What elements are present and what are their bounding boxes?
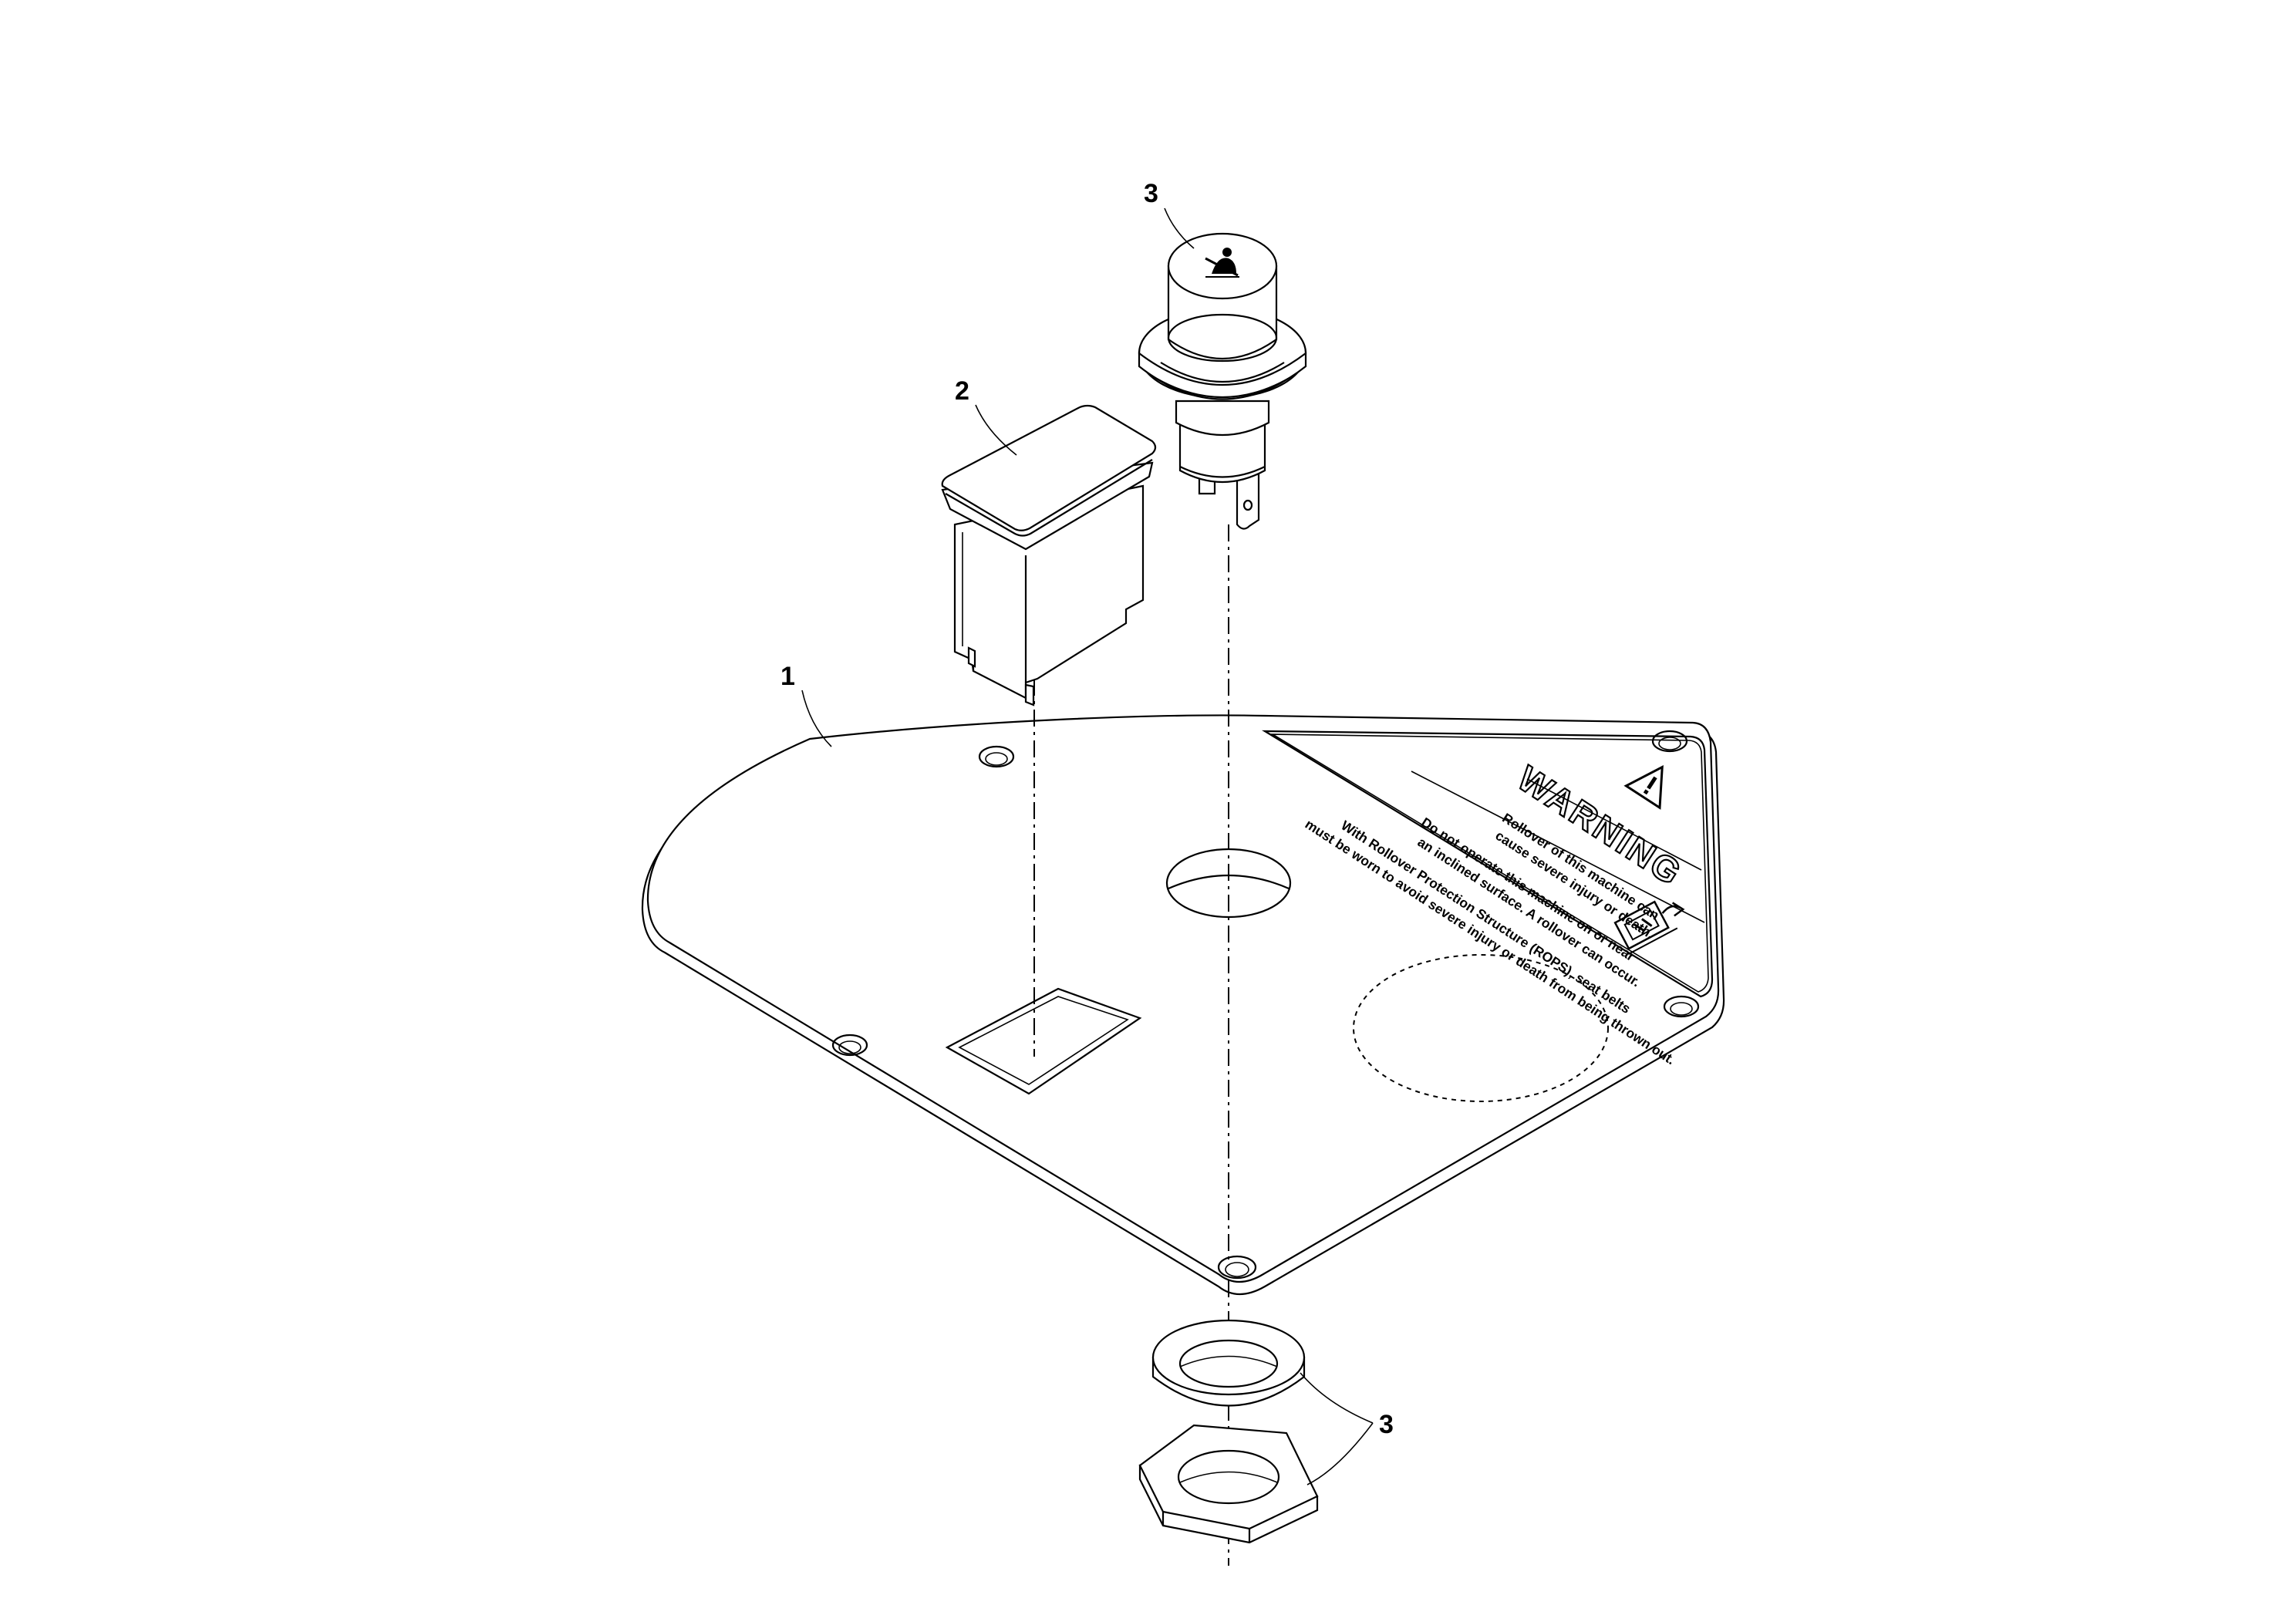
- hex-nut: [1138, 1424, 1319, 1544]
- callout-1: 1: [781, 662, 795, 691]
- leader-line: [801, 690, 832, 747]
- callout-3-top: 3: [1144, 179, 1158, 208]
- leader-line: [1306, 1422, 1374, 1485]
- leader-line: [1300, 1372, 1374, 1424]
- plate-hole: [1663, 995, 1700, 1018]
- callout-3-bottom: 3: [1379, 1410, 1394, 1439]
- warning-triangle-icon: [1623, 764, 1664, 810]
- switch-mounting-cutout: [945, 987, 1142, 1095]
- seatbelt-icon: [1205, 248, 1239, 278]
- mounting-plate: [641, 714, 1725, 1295]
- rocker-switch: [941, 404, 1157, 706]
- plate-hole: [978, 745, 1015, 768]
- knockout-outline: [1353, 954, 1609, 1102]
- plate-hole: [1217, 1255, 1257, 1280]
- plate-hole: [831, 1034, 868, 1057]
- rollover-pictogram-icon: [1613, 900, 1685, 956]
- push-button: [1138, 232, 1307, 530]
- callout-2: 2: [955, 376, 969, 406]
- leader-line: [1164, 207, 1195, 249]
- plate-hole: [1651, 730, 1688, 753]
- plate-top: [646, 714, 1720, 1283]
- leader-line: [975, 404, 1017, 456]
- washer: [1151, 1319, 1306, 1407]
